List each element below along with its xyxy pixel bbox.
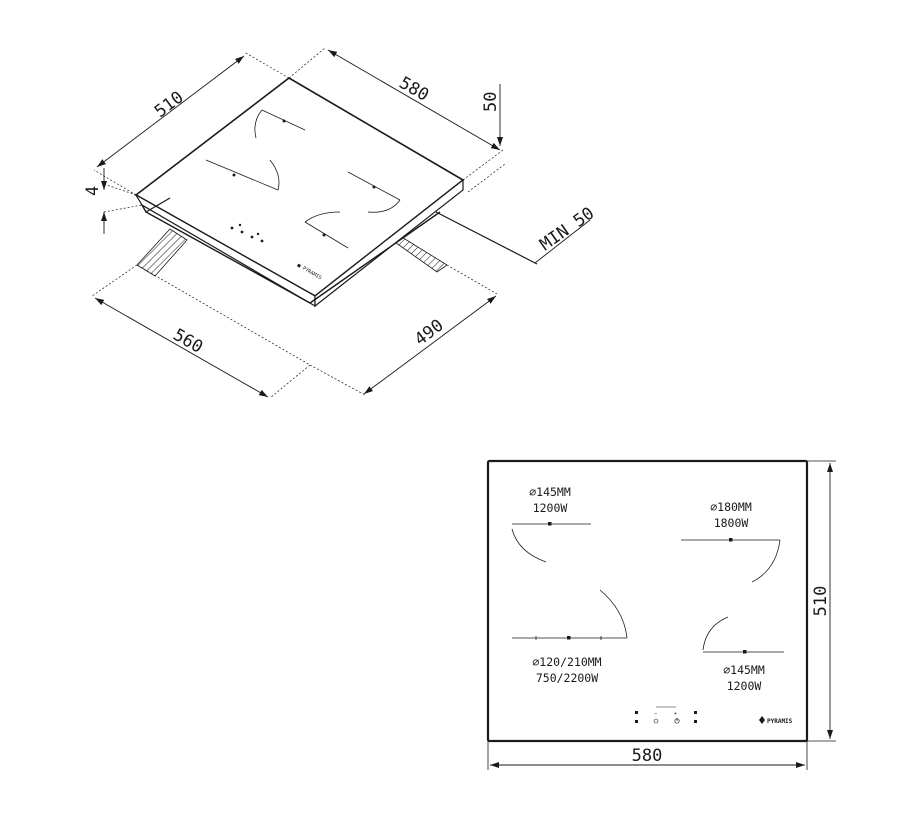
- ext-line: [91, 264, 138, 297]
- clearance-line: [435, 211, 538, 265]
- ext-line: [269, 364, 311, 399]
- dim-hob-depth: 510: [151, 88, 188, 122]
- hob-right-edge: [314, 178, 464, 308]
- top-dim-depth: 510: [811, 586, 831, 617]
- minus-icon: −: [654, 711, 657, 717]
- plus-icon: +: [674, 711, 677, 717]
- zone-4-power: 1200W: [727, 679, 762, 693]
- iso-zone-markings: [205, 109, 401, 249]
- hob-base-line-right: [309, 211, 441, 304]
- zone-2-marker: [729, 538, 733, 542]
- top-view: ∅145MM 1200W ∅180MM 1800W ∅120/210MM 750…: [486, 459, 836, 770]
- ext-line: [288, 47, 326, 79]
- zone-4-marker: [743, 650, 747, 654]
- isometric-view: ■ PYRAMIS 510 580 50 4 MIN 50 560: [83, 47, 598, 399]
- ext-line: [462, 149, 504, 181]
- dim-hob-width: 580: [396, 73, 433, 106]
- cutout-wall-left: [136, 228, 188, 277]
- zone-2-power: 1800W: [714, 516, 749, 530]
- dim-glass-thickness: 4: [83, 186, 103, 196]
- control-panel: − +: [635, 706, 697, 724]
- ext-line: [136, 264, 311, 366]
- dim-cutout-width: 560: [170, 325, 207, 358]
- zone-2-diameter: ∅180MM: [710, 500, 752, 514]
- dim-line-490: [363, 295, 497, 395]
- ext-line: [446, 264, 498, 295]
- ext-line: [467, 163, 506, 193]
- dim-line-510: [96, 55, 245, 168]
- timer-icon: [653, 718, 659, 724]
- cutout-wall-right: [391, 235, 448, 273]
- dim-line-580: [327, 49, 501, 151]
- zone-3-power: 750/2200W: [536, 671, 598, 685]
- brand-logo: PYRAMIS: [759, 716, 793, 725]
- clearance-leader: [534, 219, 591, 264]
- ext-line: [103, 183, 137, 196]
- zone-3-diameter: ∅120/210MM: [532, 655, 601, 669]
- zone-2-arc: [751, 539, 781, 583]
- dim-hob-height: 50: [481, 92, 501, 112]
- zone-4-diameter: ∅145MM: [723, 663, 765, 677]
- ext-line: [103, 204, 143, 213]
- ext-line: [309, 364, 366, 396]
- zone-1-marker: [548, 522, 552, 526]
- zone-1-diameter: ∅145MM: [529, 485, 571, 499]
- brand-logo-icon: [759, 716, 765, 724]
- iso-control-panel: [230, 223, 264, 243]
- top-dim-width: 580: [632, 746, 663, 766]
- dim-line-560: [94, 297, 269, 398]
- zone-1-arc: [511, 528, 547, 563]
- ext-line: [93, 169, 137, 196]
- dim-cutout-depth: 490: [411, 316, 448, 350]
- hob-outline: [486, 459, 809, 743]
- brand-name: PYRAMIS: [767, 718, 793, 725]
- zone-1-power: 1200W: [533, 501, 568, 515]
- hob-base-line-left: [145, 197, 171, 213]
- dim-min-clearance: MIN 50: [536, 203, 598, 255]
- zone-3-marker: [567, 636, 571, 640]
- zone-3-arc: [599, 589, 628, 639]
- ext-line: [243, 51, 290, 79]
- zone-4-arc: [702, 616, 729, 651]
